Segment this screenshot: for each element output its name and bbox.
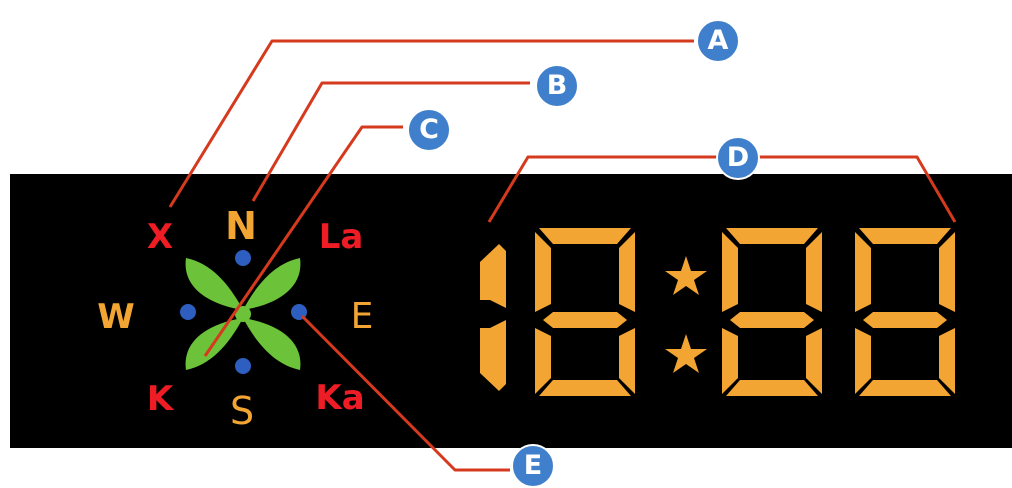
leader-line-e	[300, 314, 510, 472]
compass-letter-south: S	[229, 389, 255, 433]
display-panel	[10, 174, 1012, 448]
leaf-center	[235, 306, 251, 322]
dot-west	[180, 304, 196, 320]
clock-digit-1	[480, 244, 506, 391]
compass-letter-bottom-right: Ka	[315, 378, 365, 418]
clock-digit-2	[535, 228, 635, 396]
leader-line-a	[168, 39, 694, 208]
callout-badge-b: B	[535, 64, 579, 108]
compass-letter-bottom-left: K	[146, 379, 174, 419]
clock-digit-3	[722, 228, 822, 396]
callout-badge-a: A	[696, 19, 740, 63]
callout-badge-c: C	[407, 108, 451, 152]
dot-south	[235, 358, 251, 374]
compass-letter-top-right: La	[318, 217, 364, 257]
leader-line-c	[203, 125, 403, 357]
colon-star-bottom	[665, 334, 707, 373]
clock-display	[480, 228, 955, 396]
callout-badge-d: D	[716, 136, 760, 180]
leaf-bottom-right	[243, 318, 301, 370]
callout-badge-e: E	[511, 444, 555, 488]
clock-digit-4	[855, 228, 955, 396]
compass-letter-north: N	[225, 204, 257, 248]
colon-star-top	[665, 256, 707, 295]
leaf-top-right	[243, 258, 301, 310]
leaf-top-left	[185, 258, 243, 310]
compass-letter-west: W	[97, 297, 135, 337]
compass-letter-east: E	[350, 296, 374, 337]
dot-north	[235, 250, 251, 266]
leader-lines	[168, 39, 957, 472]
compass-letter-top-left: X	[146, 217, 174, 257]
leaf-indicator-icon	[185, 258, 301, 370]
leader-line-b	[251, 81, 530, 202]
